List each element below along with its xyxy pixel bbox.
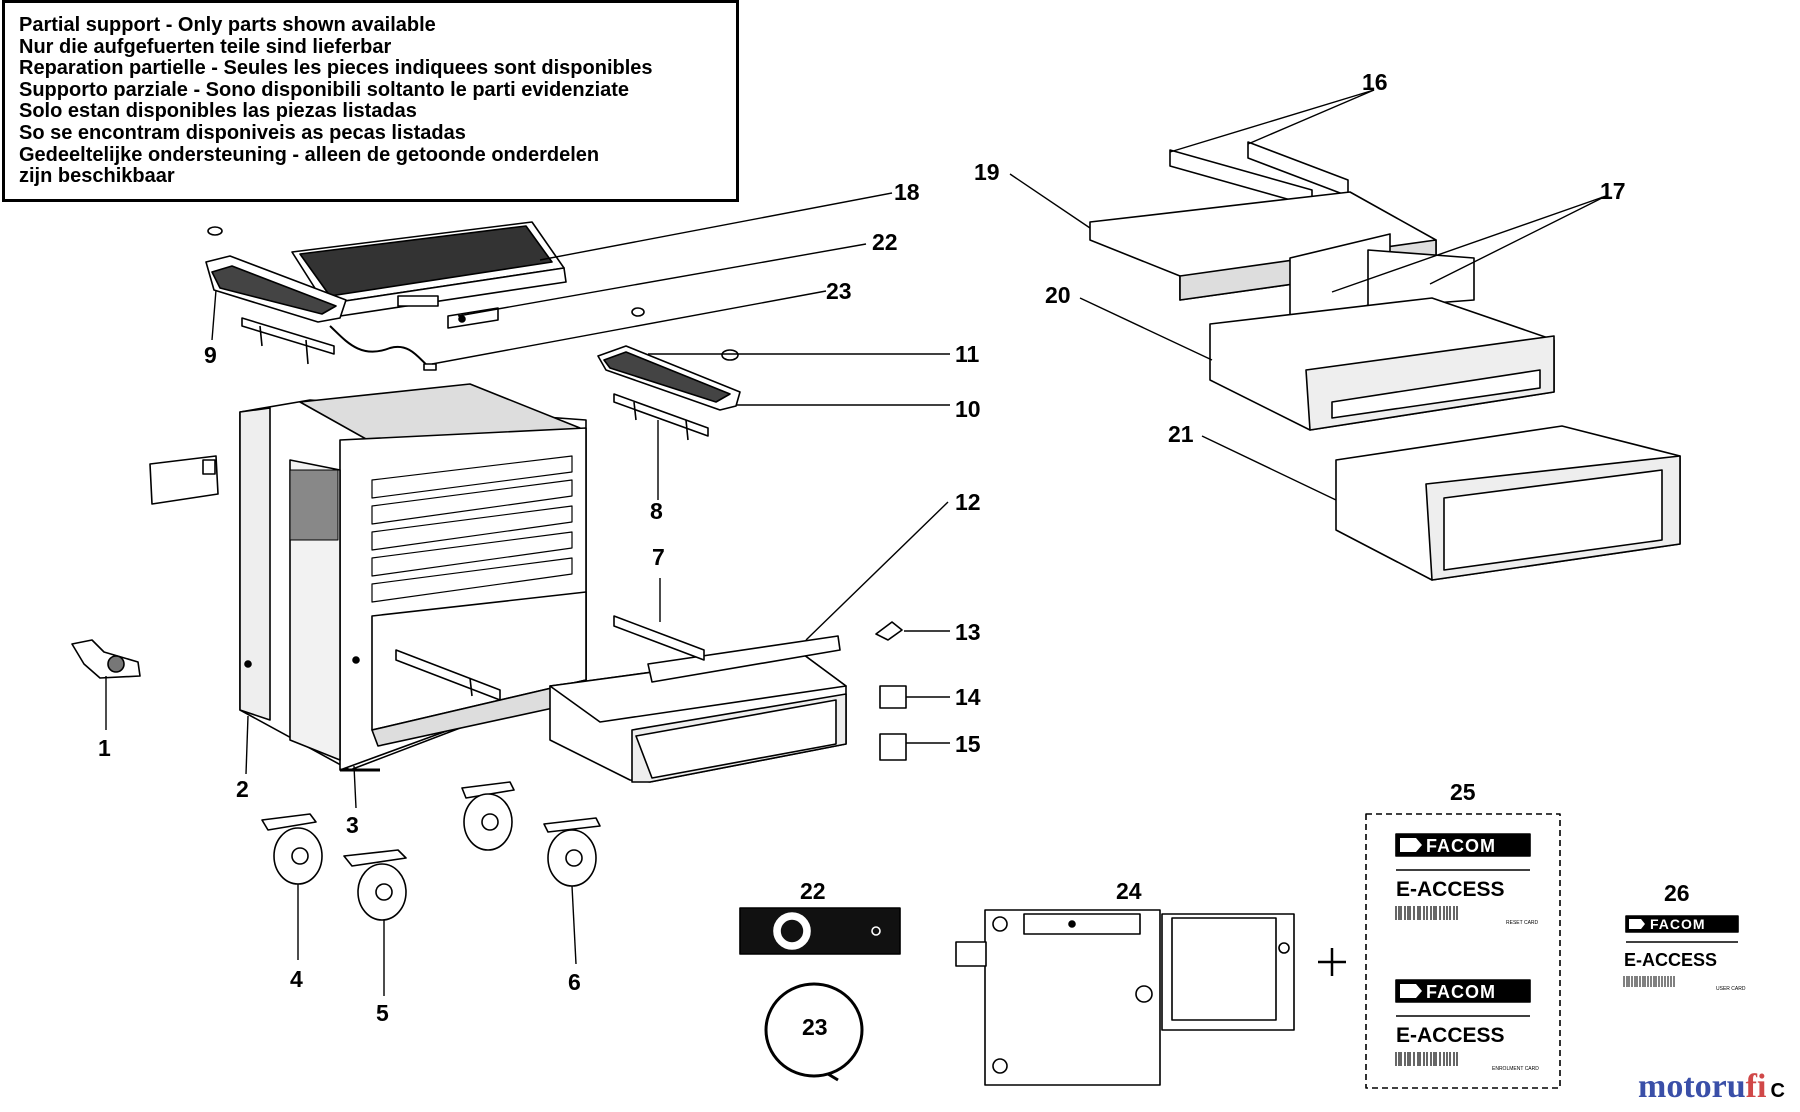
cable-coil-drawing [764,982,864,1082]
small-parts-right [875,621,907,761]
part-number-12: 12 [955,489,981,515]
reset-card-title: E-ACCESS [1396,878,1505,901]
notice-line-nl-2: zijn beschikbaar [19,165,175,188]
user-card-caption: USER CARD [1716,986,1746,992]
side-plate-drawing [149,455,219,505]
notice-line-fr: Reparation partielle - Seules les pieces… [19,57,653,80]
part-number-23: 23 [802,1014,828,1040]
part-number-4: 4 [290,966,303,992]
watermark-text-b: fi [1745,1068,1767,1105]
user-card-brand: FACOM [1650,916,1706,932]
cabinet-drawing [239,383,591,772]
part-number-9: 9 [204,342,217,368]
part-number-20: 20 [1045,282,1071,308]
barcode-enrolment [1395,1052,1458,1066]
part-number-13: 13 [955,619,981,645]
barcode-user [1623,976,1675,987]
availability-notice: Partial support - Only parts shown avail… [2,0,739,202]
part-number-21: 21 [1168,421,1194,447]
notice-line-en: Partial support - Only parts shown avail… [19,14,436,36]
drawers-group-drawing [1089,141,1681,581]
bottom-drawer-drawing [395,615,847,783]
lock-cylinder-drawing [71,639,141,679]
part-number-19: 19 [974,159,1000,185]
part-number-10: 10 [955,396,981,422]
part-number-18: 18 [894,179,920,205]
leader-lines [105,89,1607,996]
enrolment-card-brand: FACOM [1426,982,1496,1002]
notice-line-es: Solo estan disponibles las piezas listad… [19,100,417,123]
reset-card-brand: FACOM [1426,836,1496,856]
right-handle-drawing [597,307,741,441]
user-card-title: E-ACCESS [1624,950,1717,970]
key-reader-drawing [739,907,901,955]
part-number-1: 1 [98,735,111,761]
notice-line-pt: So se encontram disponiveis as pecas lis… [19,121,466,144]
part-number-7: 7 [652,544,665,570]
enrolment-card-caption: ENROLMENT CARD [1492,1066,1539,1072]
notice-line-de: Nur die aufgefuerten teile sind lieferba… [19,35,392,58]
barcode-reset [1395,906,1458,920]
part-number-26: 26 [1664,880,1690,906]
part-number-11: 11 [955,341,980,367]
part-number-3: 3 [346,812,359,838]
part-number-25: 25 [1450,779,1476,805]
part-number-5: 5 [376,1000,389,1026]
cards-kit-box [1365,813,1561,1089]
notice-line-it: Supporto parziale - Sono disponibili sol… [19,78,630,101]
watermark-text-a: motoru [1638,1068,1746,1105]
part-number-22: 22 [800,878,826,904]
reset-card-caption: RESET CARD [1506,920,1539,926]
part-number-2: 2 [236,776,249,802]
casters-drawing [261,781,601,921]
left-handle-drawing [205,226,437,371]
enrolment-card-title: E-ACCESS [1396,1024,1505,1047]
part-number-8: 8 [650,498,663,524]
control-box-drawing [955,909,1295,1086]
notice-line-nl: Gedeeltelijke ondersteuning - alleen de … [19,143,600,166]
top-tray-drawing [291,221,567,329]
watermark-suffix: C [1770,1080,1785,1102]
part-number-22-top: 22 [872,229,898,255]
part-number-24: 24 [1116,878,1142,904]
part-number-16: 16 [1362,69,1388,95]
part-number-14: 14 [955,684,981,710]
part-number-15: 15 [955,731,981,757]
part-number-23-top: 23 [826,278,852,304]
part-number-17: 17 [1600,178,1626,204]
part-number-6: 6 [568,969,581,995]
